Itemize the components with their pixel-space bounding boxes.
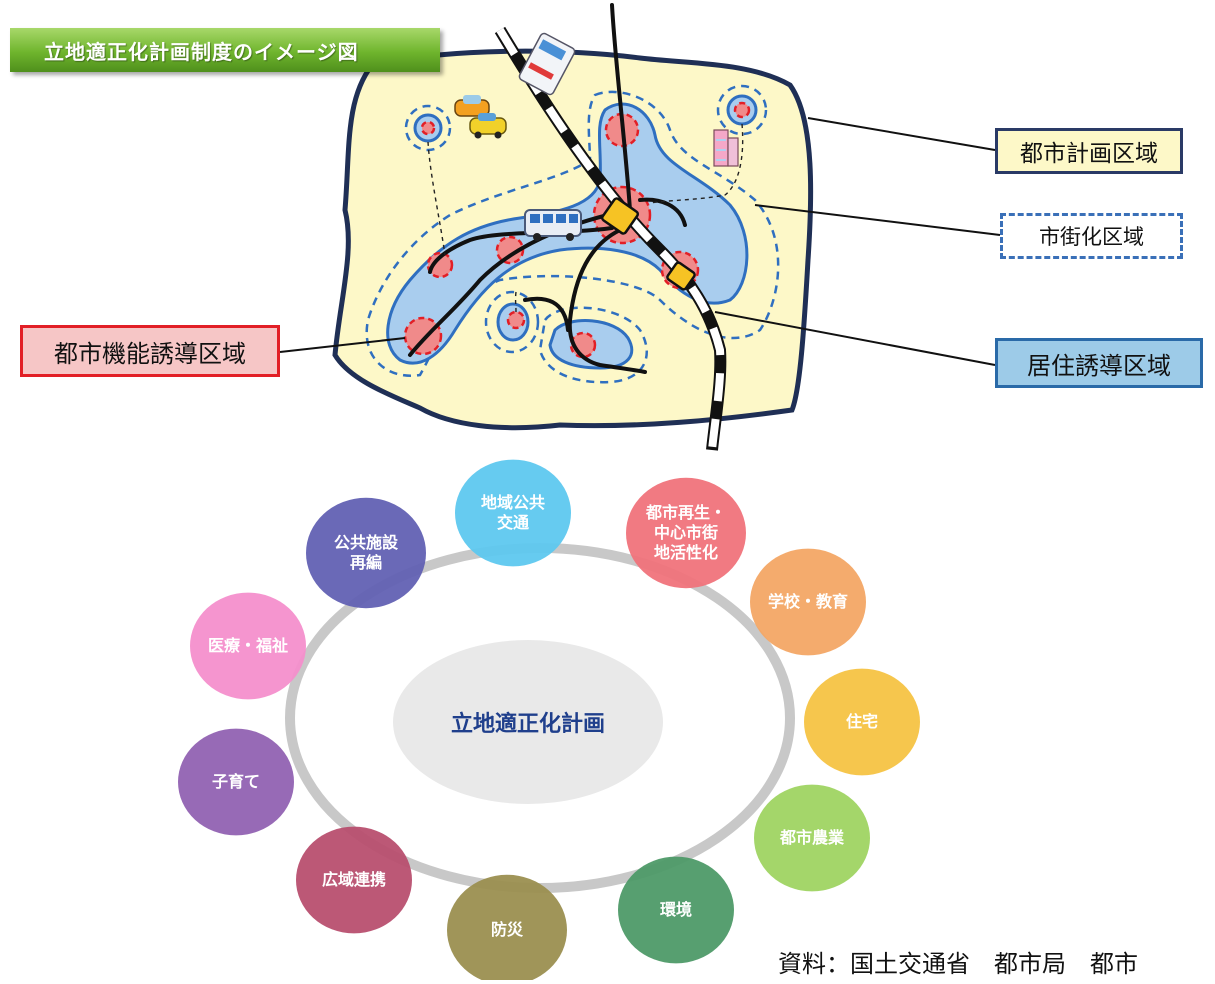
source-credit: 資料：国土交通省 都市局 都市 [778,950,1138,978]
bubble-label-urban-renewal: 都市再生・中心市街地活性化 [626,479,746,587]
bubble-public-facilities [306,497,426,609]
callout-lines [279,117,1001,366]
bubble-urban-renewal [626,477,746,589]
bubble-public-transport [455,459,571,567]
label-residential-area: 居住誘導区域 [995,338,1203,388]
bubble-disaster-prevention [447,874,567,980]
bubble-label-urban-agriculture: 都市農業 [754,786,870,890]
bubble-label-public-facilities: 公共施設再編 [306,499,426,607]
bubble-label-line: 医療・福祉 [207,635,288,655]
train-icon [518,32,576,96]
bubble-label-line: 都市農業 [779,827,844,847]
bubble-environment [618,856,734,964]
bubble-label-line: 学校・教育 [767,591,848,611]
bubble-label-line: 都市再生・ [645,503,726,522]
bubble-label-medical-welfare: 医療・福祉 [190,594,306,698]
bubble-regional-cooperation [296,826,412,934]
bubble-label-disaster-prevention: 防災 [447,876,567,984]
transit-lines [408,3,687,374]
bubble-label-line: 防災 [490,920,523,939]
bubble-label-line: 広域連携 [321,869,386,889]
bubble-label-line: 子育て [211,771,260,791]
bubble-label-line: 公共施設 [333,533,398,552]
bubble-label-line: 住宅 [845,711,878,731]
bubble-label-public-transport: 地域公共交通 [455,461,571,565]
bus-icon [524,209,582,241]
bubble-school [750,548,866,656]
center-ellipse [393,640,663,804]
urbanization-area-outlines [365,84,780,384]
bubbles-layer [178,459,920,980]
bubble-label-regional-cooperation: 広域連携 [296,828,412,932]
bubble-label-housing: 住宅 [804,670,920,774]
bubble-urban-agriculture [754,784,870,892]
bubble-label-line: 再編 [349,553,382,572]
bubble-label-line: 交通 [496,512,529,532]
bubble-label-child-rearing: 子育て [178,730,294,834]
bubble-label-line: 中心市街 [653,523,718,542]
label-city-planning-area: 都市計画区域 [995,128,1183,174]
bubble-label-school: 学校・教育 [750,550,866,654]
bubble-label-line: 地活性化 [653,543,718,562]
label-urban-function-area: 都市機能誘導区域 [20,325,280,377]
bubble-housing [804,668,920,776]
bubble-label-line: 地域公共 [480,492,545,512]
bubble-child-rearing [178,728,294,836]
label-urbanization-area: 市街化区域 [1000,213,1183,259]
bubble-label-environment: 環境 [618,858,734,962]
bubble-medical-welfare [190,592,306,700]
center-label: 立地適正化計画 [450,712,605,737]
building-icon [713,129,739,167]
station-markers [601,197,696,291]
connector-dashed-lines [427,123,744,313]
car-icon [454,95,507,139]
diagram-title: 立地適正化計画制度のイメージ図 [10,28,440,72]
bubble-label-line: 環境 [659,899,692,919]
